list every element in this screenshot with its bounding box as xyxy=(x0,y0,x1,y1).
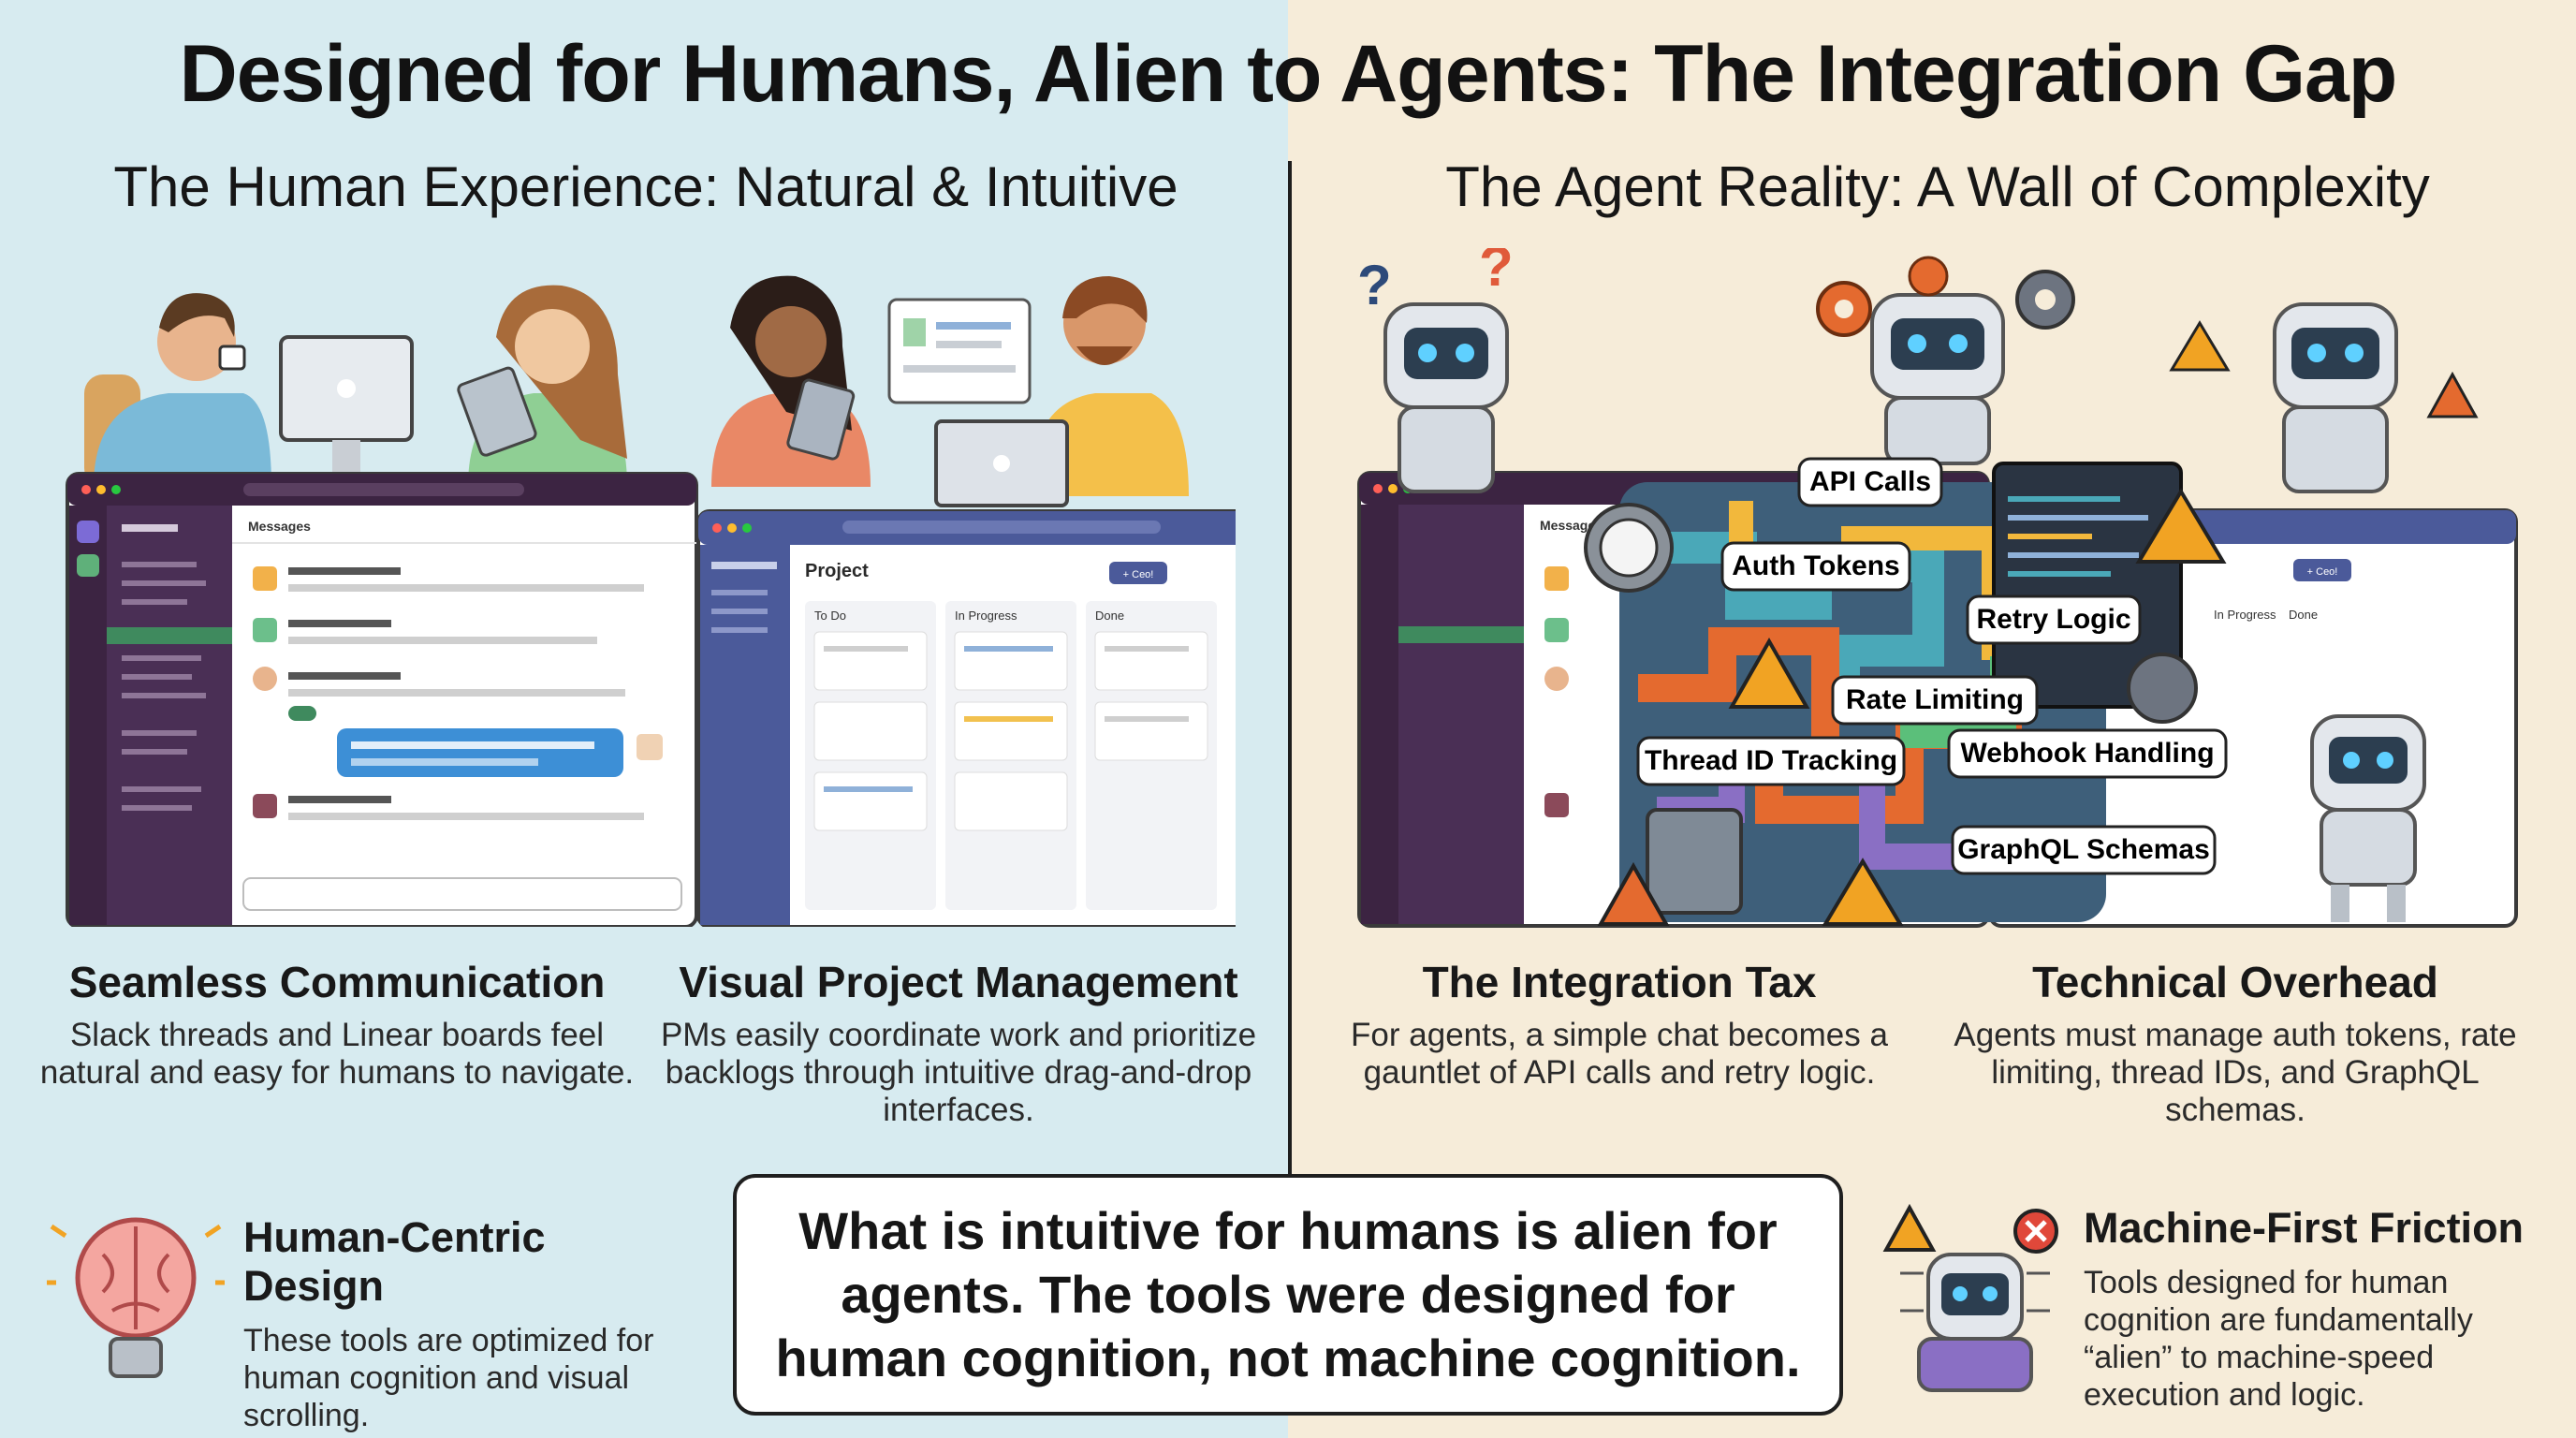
gear-icon xyxy=(1908,256,1949,297)
linear-window: Project + Ceo! To Do In Progress Done xyxy=(696,509,1236,927)
human-side-heading: The Human Experience: Natural & Intuitiv… xyxy=(113,155,1178,218)
svg-text:Auth Tokens: Auth Tokens xyxy=(1732,550,1899,581)
warning-icon xyxy=(1822,858,1904,926)
warning-icon xyxy=(1728,637,1810,709)
svg-text:GraphQL Schemas: GraphQL Schemas xyxy=(1957,834,2210,865)
page-title: Designed for Humans, Alien to Agents: Th… xyxy=(179,29,2398,119)
robot-stressed xyxy=(1870,293,2005,465)
bottom-text: These tools are optimized for human cogn… xyxy=(243,1323,654,1433)
caption-text: Slack threads and Linear boards feel nat… xyxy=(39,1017,635,1091)
label-retry-logic: Retry Logic xyxy=(1966,594,2142,645)
agent-slack-channel-label: Messages xyxy=(1540,518,1603,533)
agent-linear-column-in-progress: In Progress xyxy=(2214,608,2276,622)
linear-column-in-progress: In Progress xyxy=(955,609,1017,623)
linear-column-done: Done xyxy=(1095,609,1124,623)
label-graphql-schemas: GraphQL Schemas xyxy=(1951,825,2217,875)
label-webhook-handling: Webhook Handling xyxy=(1947,728,2228,779)
gear-icon xyxy=(2127,653,2198,724)
brain-lightbulb-icon xyxy=(47,1217,225,1378)
caption-text: For agents, a simple chat becomes a gaun… xyxy=(1351,1017,1888,1091)
warning-icon xyxy=(1882,1203,1937,1252)
key-message-text: What is intuitive for humans is alien fo… xyxy=(775,1201,1801,1387)
caption-text: PMs easily coordinate work and prioritiz… xyxy=(660,1017,1257,1128)
caption-integration-tax: The Integration Tax For agents, a simple… xyxy=(1310,957,1928,1092)
slack-window: Messages xyxy=(66,472,698,927)
caption-title: The Integration Tax xyxy=(1422,958,1817,1006)
person-phone xyxy=(711,275,871,487)
human-centric-design: Human-Centric Design These tools are opt… xyxy=(243,1213,693,1434)
caption-title: Visual Project Management xyxy=(679,958,1238,1006)
agent-side-heading: The Agent Reality: A Wall of Complexity xyxy=(1445,155,2430,218)
floating-card xyxy=(887,298,1032,404)
key-message-callout: What is intuitive for humans is alien fo… xyxy=(733,1174,1843,1416)
agent-linear-column-done: Done xyxy=(2289,608,2318,622)
label-api-calls: API Calls xyxy=(1797,457,1943,507)
robot-standing xyxy=(2310,714,2426,922)
caption-text: Agents must manage auth tokens, rate lim… xyxy=(1954,1017,2517,1128)
svg-text:Retry Logic: Retry Logic xyxy=(1976,604,2130,635)
bottom-text: Tools designed for human cognition are f… xyxy=(2084,1265,2473,1413)
database-icon xyxy=(1646,808,1743,915)
person-tablet xyxy=(457,285,627,487)
robot-confused: ? ? xyxy=(1357,248,1514,493)
label-rate-limiting: Rate Limiting xyxy=(1831,675,2039,726)
robot-icon xyxy=(1882,1203,2058,1392)
imac-desktop xyxy=(279,335,414,477)
caption-title: Technical Overhead xyxy=(2032,958,2438,1006)
label-thread-id-tracking: Thread ID Tracking xyxy=(1636,736,1906,786)
warning-icon xyxy=(1597,861,1670,926)
person-laptop xyxy=(934,276,1189,507)
warning-icon xyxy=(2135,488,2227,564)
warning-icon xyxy=(2169,320,2231,372)
person-coffee xyxy=(84,293,271,487)
linear-project-label: Project xyxy=(805,561,869,581)
center-divider xyxy=(1288,161,1292,1181)
svg-text:Rate Limiting: Rate Limiting xyxy=(1846,684,2024,715)
svg-text:Thread ID Tracking: Thread ID Tracking xyxy=(1645,745,1897,776)
question-mark-icon: ? xyxy=(1479,248,1514,298)
slack-channel-label: Messages xyxy=(248,519,311,534)
label-auth-tokens: Auth Tokens xyxy=(1720,541,1911,592)
agent-linear-new-button: + Ceo! xyxy=(2307,566,2338,578)
agent-illustration: Messages + Ceo! In Progress Done ? ? xyxy=(1357,248,2518,928)
linear-column-todo: To Do xyxy=(814,609,846,623)
svg-text:Webhook Handling: Webhook Handling xyxy=(1960,738,2214,769)
caption-title: Seamless Communication xyxy=(68,958,606,1006)
question-mark-icon: ? xyxy=(1357,254,1392,316)
caption-visual-project-management: Visual Project Management PMs easily coo… xyxy=(650,957,1267,1129)
human-illustration: Messages Project + Ceo! xyxy=(66,275,1236,927)
machine-first-friction: Machine-First Friction Tools designed fo… xyxy=(2084,1204,2552,1414)
bottom-title: Human-Centric Design xyxy=(243,1213,546,1310)
robot-warning xyxy=(2273,302,2398,493)
svg-text:API Calls: API Calls xyxy=(1809,466,1931,497)
bottom-title: Machine-First Friction xyxy=(2084,1204,2525,1252)
caption-seamless-communication: Seamless Communication Slack threads and… xyxy=(28,957,646,1092)
caption-technical-overhead: Technical Overhead Agents must manage au… xyxy=(1926,957,2544,1129)
warning-icon xyxy=(2426,371,2479,418)
linear-new-button: + Ceo! xyxy=(1123,569,1154,580)
